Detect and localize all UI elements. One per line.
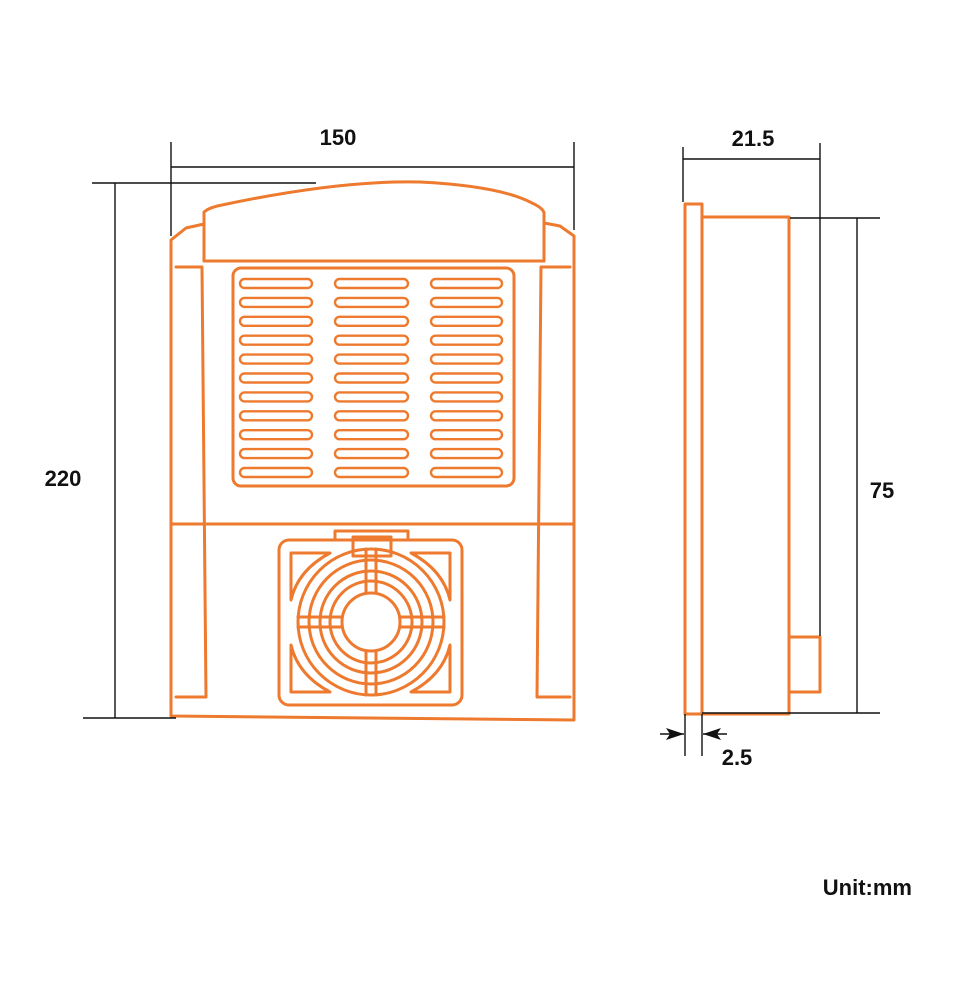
grille-slot [429,410,504,422]
grille-slot [238,372,314,384]
fan-guard [289,547,452,697]
fan-ring-middle-inner [328,579,414,665]
left-rail [174,265,208,699]
fan-spoke-bottom [364,649,378,697]
fan-ring-outer-inner [307,558,435,686]
panel-thickness-label: 2.5 [722,745,753,770]
grille-slot [333,466,410,479]
grille-slot [333,315,410,327]
grille-slot [238,277,314,290]
side-height-label: 75 [870,478,894,503]
side-fan-block [787,635,822,694]
grille-slot [429,466,504,479]
fan-corner-bottom-right [409,643,452,694]
grille-slot [238,315,314,327]
grille-slot [429,334,504,346]
fan-corner-top-right [409,551,452,602]
front-height-label: 220 [45,466,82,491]
grille-slot [429,277,504,290]
side-body [700,215,791,716]
fan-spoke-left [296,615,344,629]
grille-slot [238,334,314,346]
grille-slot [333,391,410,403]
fan-corner-top-left [289,551,332,602]
right-rail [535,265,572,699]
grille-slot [429,372,504,384]
dimension-lines [83,142,880,756]
grille-slot [429,315,504,327]
grille-slot [429,353,504,365]
grille-slots [238,277,504,479]
side-view [683,202,822,716]
grille-slot [238,391,314,403]
thickness-arrow-left [666,728,684,740]
front-width-label: 150 [320,125,357,150]
grille-slot [333,447,410,460]
grille-slot [238,429,314,441]
fan-spoke-right [398,615,446,629]
grille-slot [333,410,410,422]
side-front-plate [683,202,704,716]
grille-slot [333,277,410,290]
thickness-arrow-right [703,728,721,740]
unit-label: Unit:mm [823,875,912,900]
fan-ring-outer [296,547,446,697]
grille-slot [429,429,504,441]
grille-slot [238,410,314,422]
grille-slot [333,429,410,441]
grille-slot [333,353,410,365]
grille-slot [238,447,314,460]
grille-slot [429,391,504,403]
fan-housing [277,538,464,707]
grille-panel [231,266,516,488]
fan-ring-middle [318,569,424,675]
grille-slot [333,334,410,346]
fan-spoke-top [364,547,378,595]
fan-hub [340,591,402,653]
grille-slot [238,466,314,479]
grille-slot [429,447,504,460]
grille-slot [333,296,410,309]
fan-tab-block [351,535,393,558]
grille-slot [333,372,410,384]
side-depth-label: 21.5 [732,126,775,151]
grille-slot [238,296,314,309]
fan-corner-bottom-left [289,643,332,694]
grille-slot [238,353,314,365]
grille-slot [429,296,504,309]
front-view [169,180,576,722]
fan-tab [333,529,410,541]
front-body-outline [169,180,576,722]
